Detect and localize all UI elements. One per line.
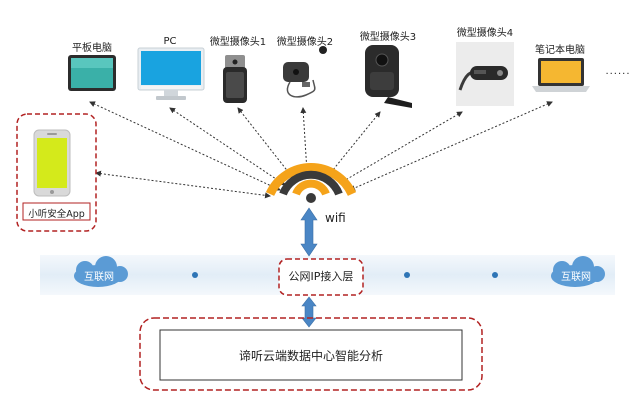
- label-cam3: 微型摄像头3: [359, 32, 417, 43]
- link-app: [95, 170, 271, 199]
- label-laptop: 笔记本电脑: [535, 45, 585, 56]
- band-dots: [192, 272, 498, 278]
- wifi-icon: [265, 163, 357, 203]
- link-cam2: [300, 107, 310, 173]
- cloud-center-dashed-frame: [139, 317, 483, 391]
- laptop-icon: [532, 58, 590, 92]
- label-internet-right: 互联网: [561, 272, 591, 283]
- arrow-wifi-ip: [300, 207, 318, 257]
- link-cam3: [327, 111, 381, 177]
- arrow-ip-cloud: [301, 296, 317, 328]
- link-pc: [169, 107, 286, 186]
- label-pc: PC: [163, 36, 177, 47]
- label-ip-layer: 公网IP接入层: [288, 270, 354, 283]
- cloud-left-icon: [74, 256, 128, 287]
- link-laptop: [349, 101, 553, 191]
- cloud-center-box: [159, 329, 463, 381]
- label-internet-left: 互联网: [84, 272, 114, 283]
- label-tablet: 平板电脑: [72, 43, 112, 54]
- app-label-box: [22, 202, 91, 221]
- tablet-icon: [68, 55, 116, 91]
- link-cam4: [341, 111, 463, 183]
- camera3-icon: [365, 45, 412, 108]
- label-wifi: wifi: [325, 211, 346, 225]
- camera1-icon: [223, 55, 247, 103]
- ip-layer-box: [278, 258, 364, 296]
- camera2-icon: [283, 46, 327, 98]
- label-cam4: 微型摄像头4: [456, 28, 514, 39]
- link-tablet: [89, 101, 281, 191]
- link-cam1: [237, 107, 294, 179]
- camera4-icon: [456, 42, 514, 106]
- label-cloud-center: 谛听云端数据中心智能分析: [238, 349, 383, 363]
- cloud-right-icon: [551, 256, 605, 287]
- connector-lines: [89, 101, 553, 199]
- pc-icon: [137, 47, 205, 100]
- label-cam2: 微型摄像头2: [276, 37, 334, 48]
- phone-icon: [33, 129, 71, 197]
- app-dashed-frame: [16, 113, 97, 232]
- label-app: 小听安全App: [28, 209, 85, 220]
- label-cam1: 微型摄像头1: [209, 37, 267, 48]
- label-more-devices: ......: [605, 66, 631, 77]
